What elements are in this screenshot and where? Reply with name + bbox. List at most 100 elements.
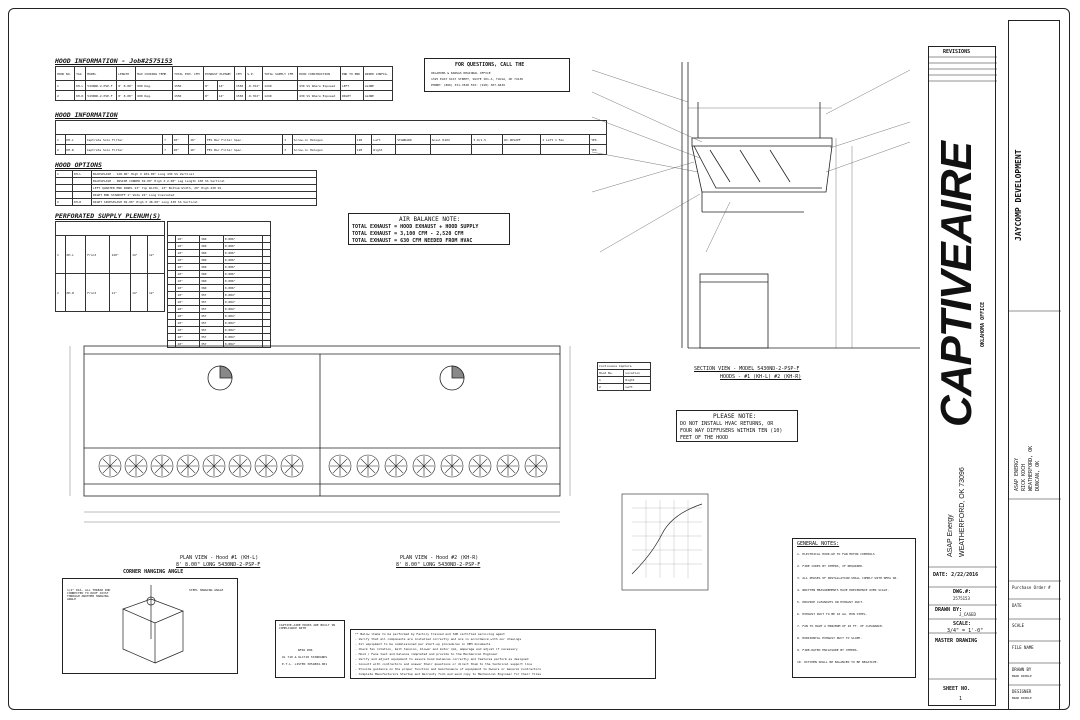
sheet-label: SHEET NO. (943, 686, 971, 692)
cell (72, 177, 92, 185)
supply-diffuser (98, 454, 122, 478)
strip-drawn-label: DRAWN BY (1012, 667, 1032, 672)
cell: 2 (55, 144, 66, 155)
cell: 10" (175, 284, 201, 292)
cell: 10" (175, 291, 201, 299)
cell (261, 249, 272, 257)
install-note-item: - Provide guidance on the proper functio… (355, 667, 542, 671)
cell (471, 144, 504, 155)
cell: 360 (199, 249, 224, 257)
cell: 10" (175, 319, 201, 327)
right-strip: JAYCOMP DEVELOPMENT ASAP ENERGY RICK KOC… (1008, 20, 1061, 710)
cell: 360 (199, 242, 224, 250)
project-name: ASAP Energy (947, 514, 954, 557)
th-construction: HOOD CONSTRUCTION (297, 66, 341, 81)
cell (166, 242, 177, 250)
cell: 12" (147, 235, 165, 274)
cell: 600 Deg. (135, 90, 174, 101)
sheet-value: 1 (959, 696, 963, 702)
office-label: OKLAHOMA OFFICE (980, 301, 986, 347)
cell (166, 277, 177, 285)
supply-diffuser (496, 454, 520, 478)
cell: 0.086" (222, 235, 263, 243)
title-block: REVISIONS CAPTIVEAIRE OKLAHOMA OFFICE AS… (928, 46, 997, 706)
general-note-item: 10. KITCHEN SHALL BE BALANCED TO BE NEGA… (797, 660, 879, 664)
plan-view-1-title: PLAN VIEW - Hood #1 (KH-L) (180, 555, 259, 561)
general-note-item: 4. WRITTEN MEASUREMENTS HAVE PRECEDENCE … (797, 588, 890, 592)
cell (166, 319, 177, 327)
cell: LEFT (339, 80, 364, 91)
cell: 0.084" (222, 319, 263, 327)
cell (261, 319, 272, 327)
cell (72, 191, 92, 199)
cell: 1 Left 1 Fan (540, 134, 591, 145)
cell: 357 (199, 312, 224, 320)
supply-diffuser (280, 454, 304, 478)
cell: 7 (162, 144, 173, 155)
questions-line: PHONE: (866) 331-7828 FAX: (918) 307-843… (431, 83, 506, 87)
cell: 360 (199, 256, 224, 264)
hood-info-title: HOOD INFORMATION - Job#2575153 (55, 57, 173, 65)
strip-scale-label: SCALE (1012, 623, 1025, 628)
cell (261, 263, 272, 271)
compliance-std: NFPA #96 (298, 648, 313, 652)
cell: 10" (175, 277, 201, 285)
air-balance-title: AIR BALANCE NOTE: (399, 216, 461, 223)
th-cfm: CFM (233, 66, 247, 81)
diffuser-blade (284, 458, 300, 474)
diffuser-blade (388, 458, 404, 474)
corner-hanging-diagram (122, 585, 184, 664)
cell (166, 256, 177, 264)
cell (55, 191, 73, 199)
please-note-box: PLEASE NOTE: DO NOT INSTALL HVAC RETURNS… (676, 410, 798, 442)
install-note-item: - Complete Manufacturers Startup and War… (355, 672, 542, 676)
hood-info-2-title: HOOD INFORMATION (55, 111, 118, 119)
cell (166, 235, 177, 243)
cell (261, 312, 272, 320)
perforated-supply-title: PERFORATED SUPPLY PLENUM(S) (55, 212, 161, 220)
cell: RIGHT SIDESPLASH 69.00" High X 48.00" Lo… (91, 198, 317, 206)
cell: Front (85, 235, 111, 274)
scale-value: 3/4" = 1'-0" (947, 628, 984, 634)
cell: 5430ND-2-PSP-F (85, 80, 118, 91)
diffuser-blade (102, 458, 118, 474)
cell: 0.084" (222, 312, 263, 320)
air-balance-box: AIR BALANCE NOTE: TOTAL EXHAUST = HOOD E… (348, 213, 510, 245)
install-notes-box: ** Below items to be performed by Factor… (350, 629, 656, 679)
cell: 5430ND-2-PSP-F (85, 90, 118, 101)
revisions-title: REVISIONS (943, 49, 971, 55)
cell: 0.084" (222, 326, 263, 334)
corner-hanging-title: CORNER HANGING ANGLE (123, 569, 184, 575)
cell: 360 (199, 263, 224, 271)
supply-diffuser (328, 454, 352, 478)
cell: -0.762" (245, 80, 264, 91)
cell: Captrate Solo Filter (84, 134, 164, 145)
cell: 3 (282, 144, 293, 155)
cell: 10" (175, 305, 201, 313)
supply-diffuser (440, 454, 464, 478)
cell (395, 144, 431, 155)
cell: 14" (130, 273, 148, 312)
cell (261, 305, 272, 313)
cell: KH-R (64, 273, 87, 312)
th-total-exh: TOTAL EXH. CFM (172, 66, 205, 81)
cell (261, 242, 272, 250)
cell: STANDARD (395, 134, 431, 145)
cell: 1550 (233, 90, 247, 101)
cc-header: Hood No. (596, 369, 625, 377)
section-view-title: SECTION VIEW - MODEL 5430ND-2-PSP-F (694, 366, 800, 372)
cell: 0.086" (222, 263, 263, 271)
supply-diffuser (254, 454, 278, 478)
cell: Left (623, 383, 651, 391)
cell: 430 SS Where Exposed (297, 90, 341, 101)
cell: 14" (216, 90, 236, 101)
cell: 0.086" (222, 249, 263, 257)
